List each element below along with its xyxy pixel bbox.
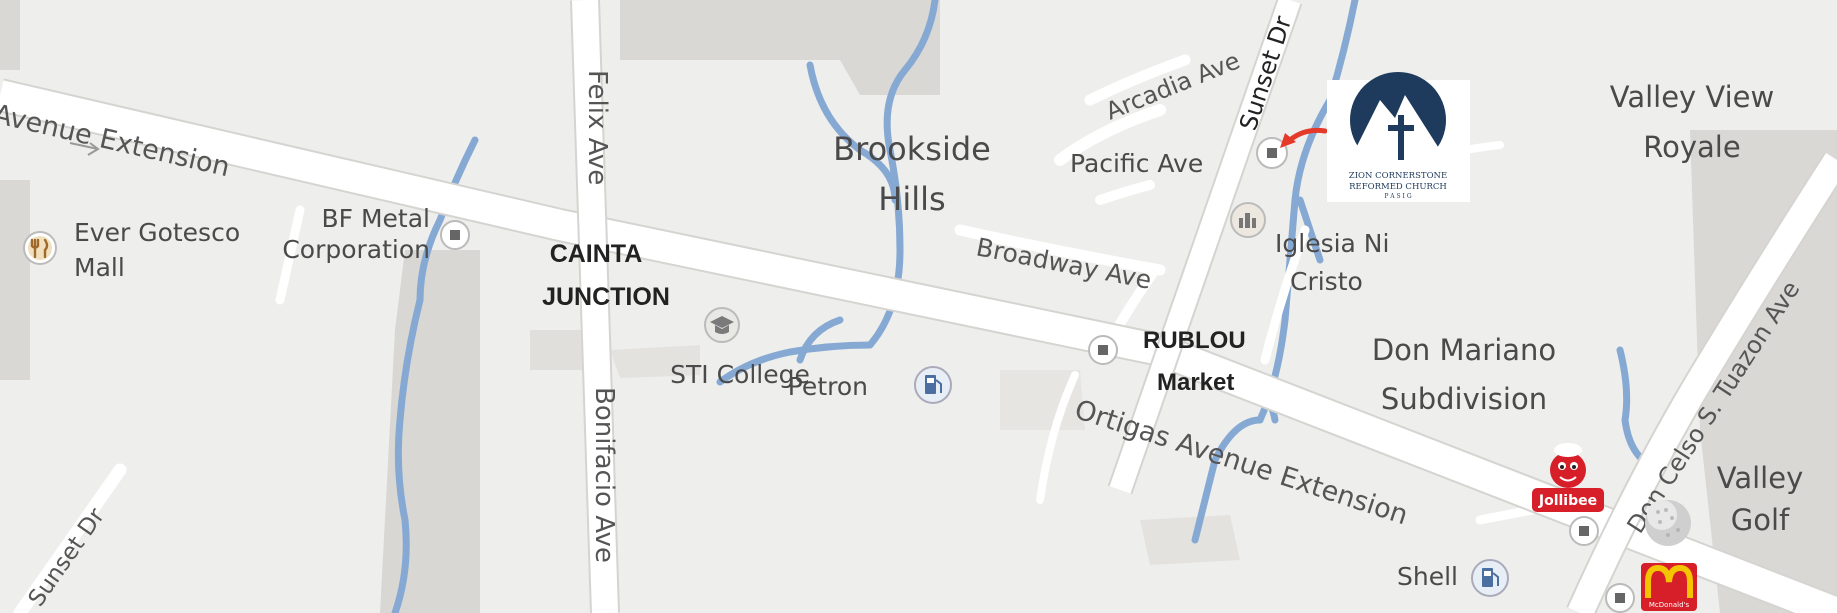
cainta-line2: JUNCTION <box>542 283 670 311</box>
road-label-pacific: Pacific Ave <box>1070 149 1203 178</box>
poi-ever-gotesco[interactable]: Ever Gotesco Mall <box>23 218 240 282</box>
church-logo-line3: P A S I G <box>1384 193 1411 200</box>
church-building-icon <box>1239 213 1256 228</box>
square-pin-icon[interactable] <box>1605 583 1635 613</box>
fork-knife-icon <box>30 238 49 259</box>
square-pin-icon <box>440 220 470 250</box>
poi-sti-college[interactable]: STI College <box>670 307 810 389</box>
area-don-mariano-line2: Subdivision <box>1381 382 1547 416</box>
jollibee-logo: Jollibee <box>1532 443 1604 512</box>
poi-label-rublou-line1: RUBLOU <box>1143 327 1246 354</box>
poi-label-petron: Petron <box>788 372 868 401</box>
poi-label-bf-metal-line2: Corporation <box>282 235 430 264</box>
arrow-icon <box>69 142 100 156</box>
road-label-felix: Felix Ave <box>582 70 612 185</box>
cainta-junction-label: CAINTA JUNCTION <box>542 240 670 311</box>
poi-petron[interactable]: Petron <box>788 366 952 404</box>
poi-label-ever-gotesco-line1: Ever Gotesco <box>74 218 240 247</box>
poi-label-shell: Shell <box>1397 562 1458 591</box>
area-labels: Brookside Hills Valley View Royale Don M… <box>833 80 1803 537</box>
fuel-pump-icon <box>1482 568 1499 587</box>
square-pin-icon[interactable] <box>1569 516 1599 546</box>
graduation-cap-icon <box>710 316 734 334</box>
church-logo-line2: REFORMED CHURCH <box>1349 182 1447 192</box>
jollibee-text: Jollibee <box>1538 493 1597 509</box>
golf-ball-icon <box>1645 500 1691 546</box>
poi-label-rublou-line2: Market <box>1157 369 1234 396</box>
poi-label-sti: STI College <box>670 360 810 389</box>
church-location-marker[interactable] <box>1256 127 1328 169</box>
area-don-mariano-line1: Don Mariano <box>1372 333 1556 367</box>
church-logo-line1: ZION CORNERSTONE <box>1349 171 1447 181</box>
area-valley-golf-line1: Valley <box>1717 461 1803 495</box>
fuel-pump-icon <box>925 375 942 394</box>
church-logo: ZION CORNERSTONE REFORMED CHURCH P A S I… <box>1327 72 1470 202</box>
area-valley-view-line2: Royale <box>1643 130 1740 164</box>
poi-label-ever-gotesco-line2: Mall <box>74 253 125 282</box>
area-brookside-line2: Hills <box>878 180 945 218</box>
poi-bf-metal[interactable]: BF Metal Corporation <box>282 204 470 264</box>
road-label-bonifacio: Bonifacio Ave <box>589 387 619 563</box>
area-valley-view-line1: Valley View <box>1610 80 1775 114</box>
poi-shell[interactable]: Shell <box>1397 559 1509 597</box>
poi-rublou[interactable]: RUBLOU Market <box>1088 327 1246 396</box>
poi-label-iglesia-line2: Cristo <box>1290 267 1363 296</box>
poi-iglesia[interactable]: Iglesia Ni Cristo <box>1230 202 1389 296</box>
red-arrow-icon <box>1280 127 1328 148</box>
area-brookside-line1: Brookside <box>833 130 991 168</box>
mcdonalds-text: McDonald's <box>1649 601 1690 609</box>
poi-label-iglesia-line1: Iglesia Ni <box>1275 229 1389 258</box>
cainta-line1: CAINTA <box>550 240 643 268</box>
area-valley-golf-line2: Golf <box>1731 503 1790 537</box>
poi-label-bf-metal-line1: BF Metal <box>322 204 431 233</box>
mcdonalds-logo: McDonald's <box>1641 563 1697 611</box>
